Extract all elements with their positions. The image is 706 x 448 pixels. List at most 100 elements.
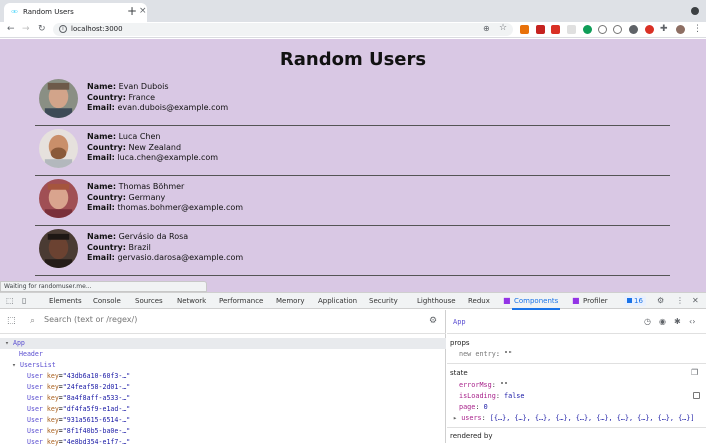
isloading-checkbox[interactable] [693,392,700,399]
user-name: Thomas Böhmer [118,182,185,191]
back-arrow-icon[interactable]: ← [7,24,15,34]
close-devtools-icon[interactable]: ✕ [692,296,699,305]
avatar[interactable] [676,25,685,34]
inspect-element-icon[interactable]: ⬚ [6,296,14,305]
prop-row[interactable]: new entry: "" [459,350,513,358]
component-name: User [27,427,43,435]
component-name: User [27,394,43,402]
state-row[interactable]: errorMsg: "" [459,381,509,389]
tab-security[interactable]: Security [369,297,398,305]
devtools-menu-icon[interactable]: ⋮ [676,296,684,305]
tree-row-user[interactable]: User key="8a4f8aff-a533-…" [27,394,131,402]
kebab-menu-icon[interactable]: ⋮ [693,24,702,34]
bookmark-star-icon[interactable]: ☆ [499,23,508,33]
tab-performance[interactable]: Performance [219,297,264,305]
divider [447,427,706,428]
address-bar[interactable]: i localhost:3000 ⊕ ☆ [53,23,513,36]
tree-row-user[interactable]: User key="8f1f40b5-ba0e-…" [27,427,131,435]
new-tab-button[interactable]: + [127,4,138,18]
extension-icon[interactable] [645,25,654,34]
extension-icon[interactable] [583,25,592,34]
key-value: "24feaf58-2d01-…" [62,383,131,391]
user-email: evan.dubois@example.com [117,103,229,112]
tab-elements[interactable]: Elements [49,297,82,305]
message-count: 16 [634,297,643,305]
tab-profiler[interactable]: Profiler [583,297,608,305]
copy-icon[interactable]: ❐ [691,368,699,377]
selected-component-name: App [453,318,466,326]
tab-components[interactable]: Components [511,297,561,310]
user-country: Brazil [128,242,151,252]
state-row[interactable]: page: 0 [459,403,488,411]
tree-row-user[interactable]: User key="43db6a10-60f3-…" [27,372,131,380]
user-card: Name: Gervásio da Rosa Country: Brazil E… [35,226,670,276]
tab-application[interactable]: Application [318,297,358,305]
extension-icon[interactable] [613,25,622,34]
tab-console[interactable]: Console [93,297,121,305]
expand-triangle-icon[interactable]: ▸ [453,414,458,422]
name-label: Name: [87,232,117,241]
message-count-badge[interactable]: 16 [624,296,646,306]
extension-icon[interactable] [536,25,545,34]
user-country: Germany [128,192,166,202]
react-favicon-icon [11,10,18,13]
user-email: thomas.bohmer@example.com [117,203,244,212]
reload-icon[interactable]: ↻ [38,24,46,34]
component-search-bar: ⬚ ⌕ ⚙ [0,310,446,334]
extension-icon[interactable] [520,25,529,34]
extension-icon[interactable] [567,25,576,34]
react-components-icon: ■ [503,296,511,305]
tree-row-user[interactable]: User key="df4fa5f9-e1ad-…" [27,405,131,413]
prop-value: "" [504,350,513,358]
settings-gear-icon[interactable]: ⚙ [429,316,438,326]
user-name: Gervásio da Rosa [118,232,189,241]
state-name: page [459,403,476,411]
state-row[interactable]: isLoading: false [459,392,525,400]
puzzle-extensions-icon[interactable]: ✚ [660,24,668,34]
search-input[interactable] [44,315,414,324]
bug-icon[interactable]: ✱ [674,317,681,326]
component-name: App [12,339,25,347]
site-info-icon[interactable]: i [59,25,67,33]
key-attribute: key [46,405,59,413]
country-label: Country: [87,192,126,202]
tree-row-userslist[interactable]: ▾ UsersList [0,360,446,371]
key-attribute: key [46,383,59,391]
tab-network[interactable]: Network [177,297,207,305]
view-source-icon[interactable]: ‹› [689,317,696,326]
extension-icon[interactable] [551,25,560,34]
tree-row-user[interactable]: User key="24feaf58-2d01-…" [27,383,131,391]
extension-icon[interactable] [629,25,638,34]
tab-sources[interactable]: Sources [135,297,163,305]
settings-gear-icon[interactable]: ⚙ [657,296,665,305]
user-info: Name: Luca Chen Country: New Zealand Ema… [87,132,218,164]
zoom-icon[interactable]: ⊕ [483,24,490,33]
state-row[interactable]: ▸ users: [{…}, {…}, {…}, {…}, {…}, {…}, … [453,414,695,422]
device-toolbar-icon[interactable]: ▯ [22,296,27,305]
collapse-triangle-icon[interactable]: ▾ [12,361,16,369]
browser-tab[interactable]: Random Users × [4,3,147,22]
name-label: Name: [87,82,117,91]
eye-icon[interactable]: ◉ [659,317,666,326]
select-element-icon[interactable]: ⬚ [7,316,16,326]
collapse-triangle-icon[interactable]: ▾ [5,339,9,347]
component-name: User [27,372,43,380]
page-title: Random Users [279,49,427,70]
email-label: Email: [87,103,115,112]
tree-row-user[interactable]: User key="4e8bd354-e1f7-…" [27,438,131,446]
extension-icon[interactable] [598,25,607,34]
timer-icon[interactable]: ◷ [644,317,651,326]
forward-arrow-icon[interactable]: → [22,24,30,34]
tab-search-icon[interactable] [691,7,699,15]
tab-close-icon[interactable]: × [139,6,147,16]
tree-row-app[interactable]: ▾ App [0,338,446,349]
tab-redux[interactable]: Redux [468,297,490,305]
key-attribute: key [46,427,59,435]
user-info: Name: Thomas Böhmer Country: Germany Ema… [87,182,243,214]
key-value: "8a4f8aff-a533-…" [62,394,131,402]
tab-lighthouse[interactable]: Lighthouse [417,297,456,305]
state-name: errorMsg [459,381,492,389]
tree-row-header[interactable]: Header [0,349,446,360]
tab-memory[interactable]: Memory [276,297,305,305]
tree-row-user[interactable]: User key="931a5615-6514-…" [27,416,131,424]
